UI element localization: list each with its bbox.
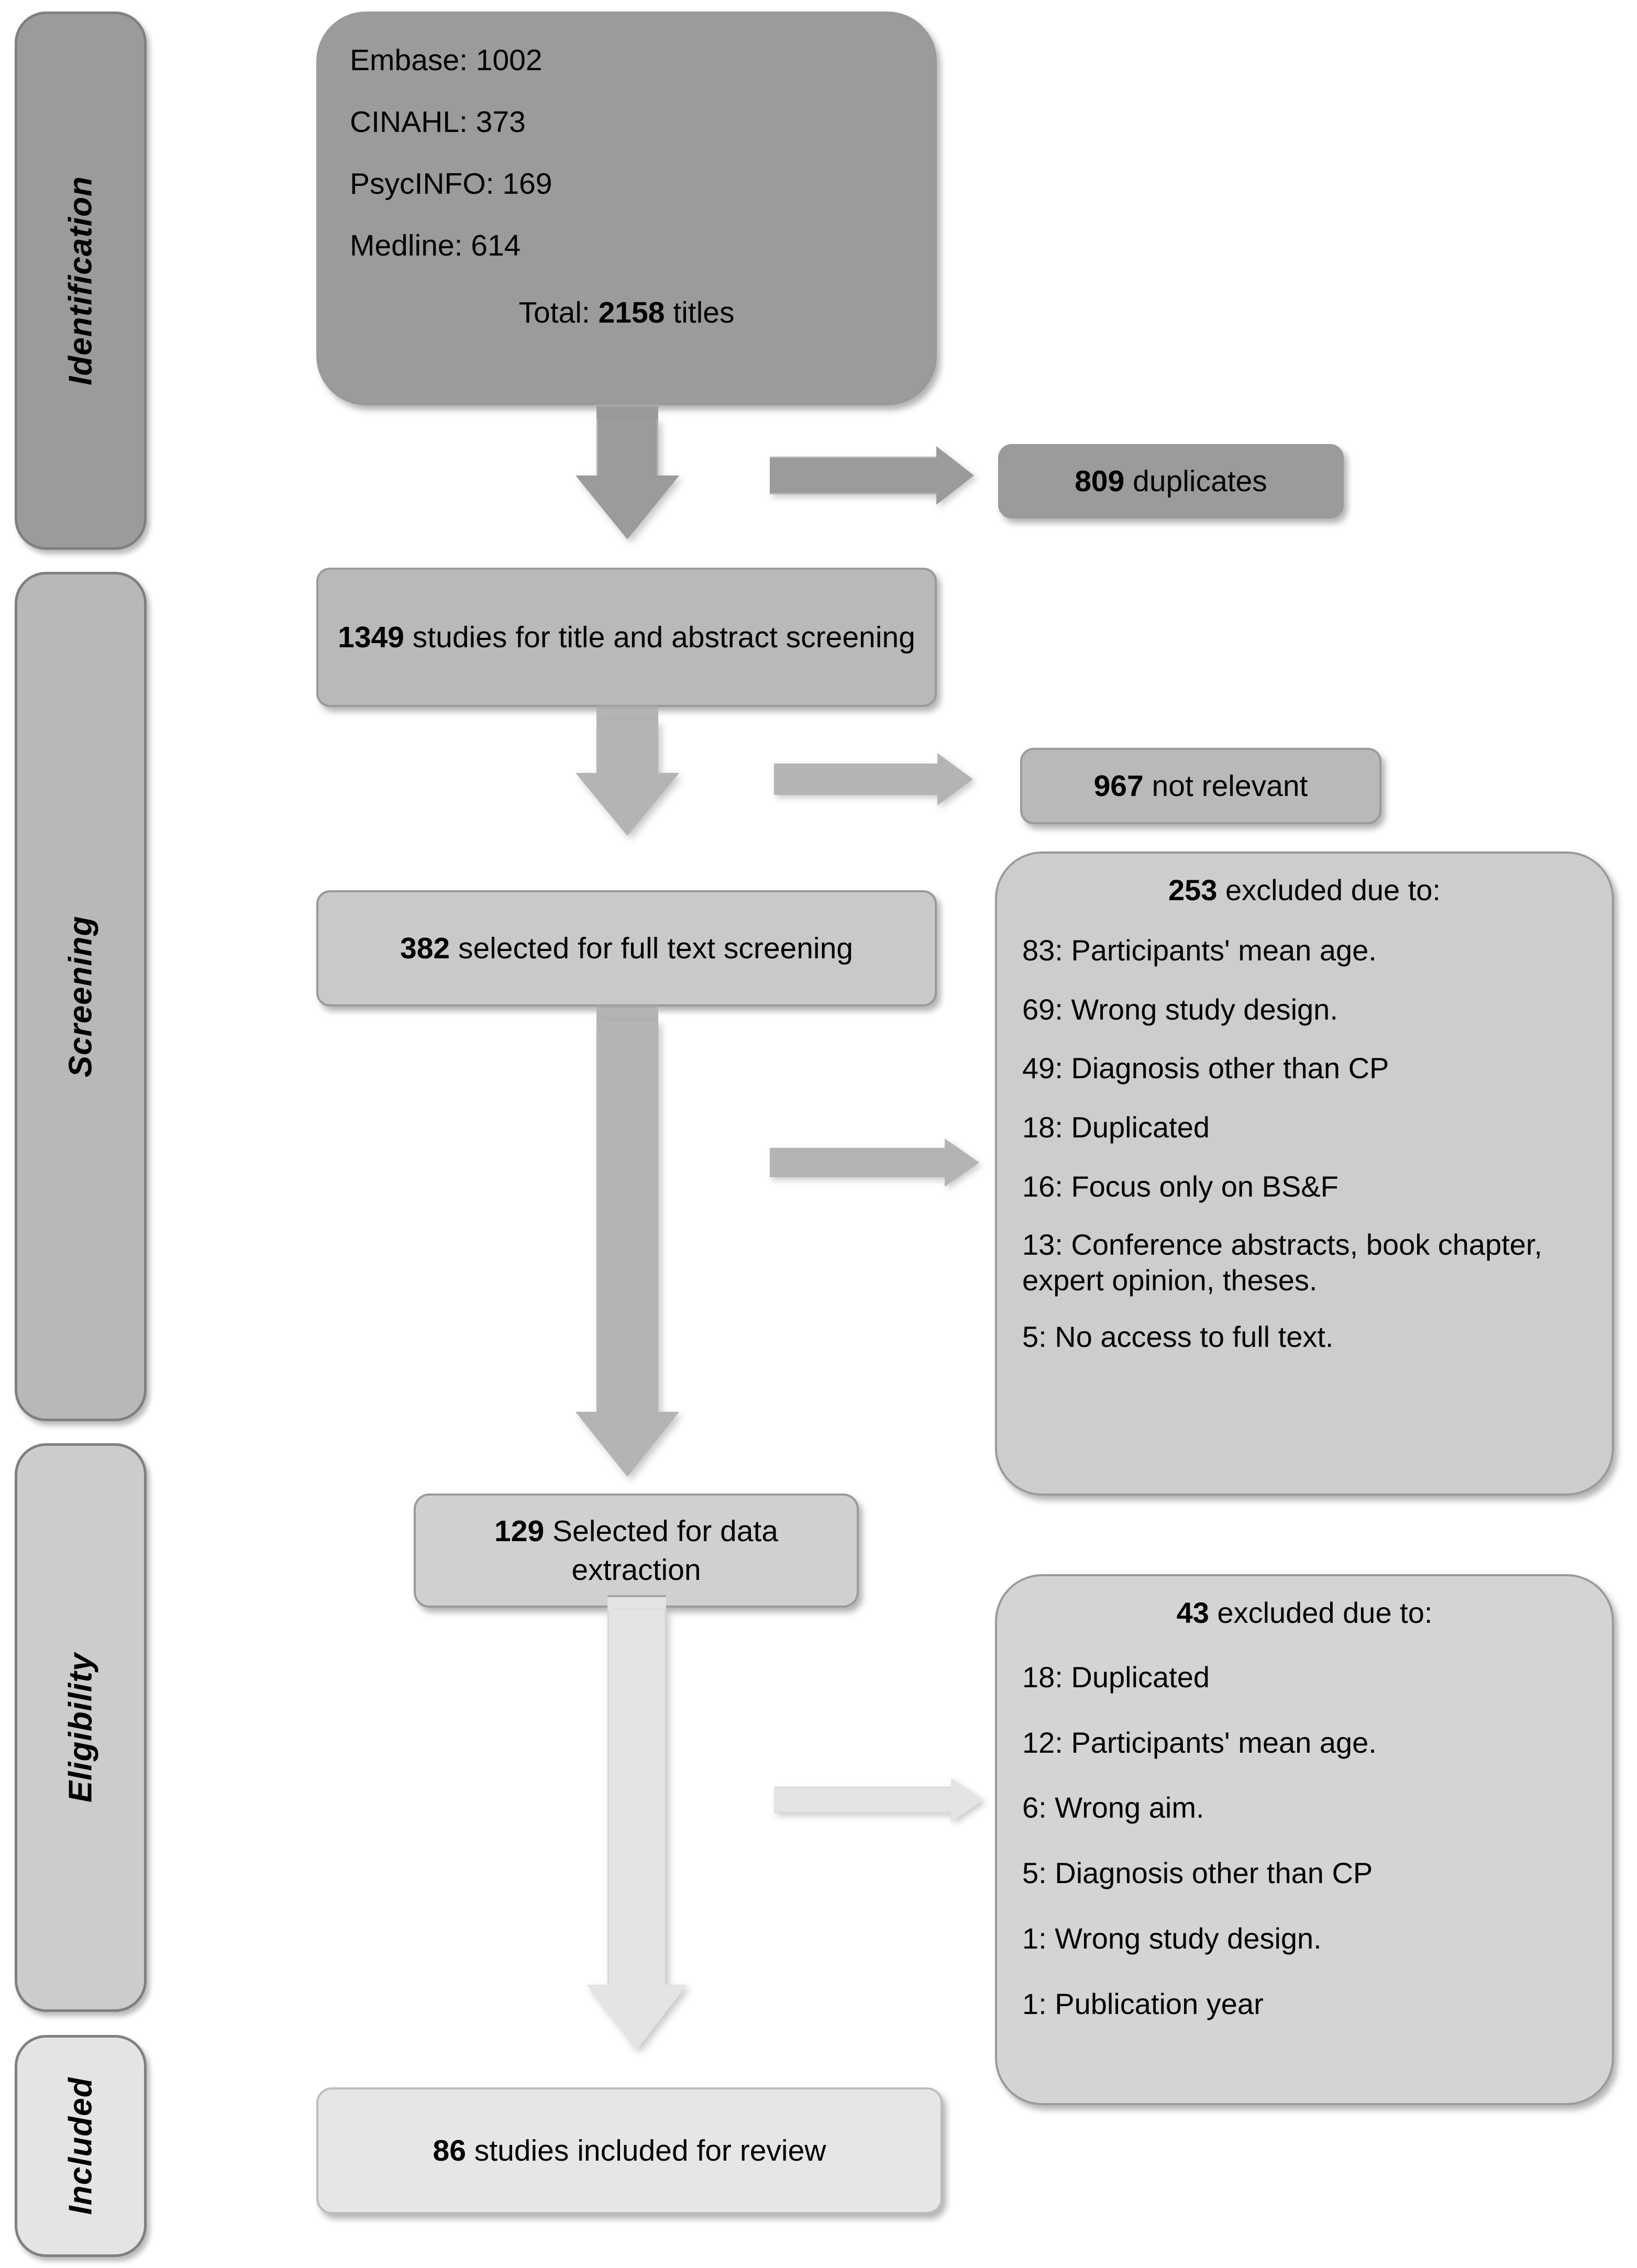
excluded-43-reason: 5: Diagnosis other than CP [1022,1856,1373,1890]
source-line-embase: Embase: 1002 [350,43,543,77]
not-relevant-label: not relevant [1143,769,1308,803]
box-not-relevant: 967 not relevant [1020,748,1381,824]
excluded-43-heading: 43 excluded due to: [1022,1594,1587,1632]
source-total-prefix: Total: [518,296,599,330]
excluded-43-reason: 1: Wrong study design. [1022,1921,1322,1955]
arrow-sources-to-title-abstract [576,419,679,539]
data-extraction-text: 129 Selected for data extraction [437,1512,836,1589]
title-abstract-text: 1349 studies for title and abstract scre… [336,618,917,657]
source-total: Total: 2158 titles [350,293,903,332]
title-abstract-count: 1349 [338,620,404,654]
arrow-to-excluded-43 [774,1778,983,1822]
box-duplicates: 809 duplicates [998,444,1344,518]
box-included-final: 86 studies included for review [316,2087,943,2214]
stage-label-screening: Screening [62,915,99,1078]
excluded-43-heading-label: excluded due to: [1209,1596,1433,1629]
arrow-to-not-relevant [774,753,973,805]
box-excluded-253: 253 excluded due to: 83: Participants' m… [995,851,1614,1496]
excluded-43-reason: 18: Duplicated [1022,1660,1210,1694]
included-final-count: 86 [433,2133,466,2167]
excluded-253-heading: 253 excluded due to: [1022,871,1587,910]
arrow-to-duplicates [770,446,974,505]
box-excluded-43: 43 excluded due to: 18: Duplicated 12: P… [995,1574,1614,2105]
excluded-253-reason: 5: No access to full text. [1022,1320,1334,1354]
stage-bar-identification: Identification [15,12,147,550]
included-final-label: studies included for review [466,2133,826,2167]
full-text-screening-count: 382 [400,931,450,965]
box-title-abstract-screening: 1349 studies for title and abstract scre… [316,568,937,707]
title-abstract-label: studies for title and abstract screening [404,620,915,654]
excluded-43-reason: 12: Participants' mean age. [1022,1725,1377,1759]
excluded-253-reason: 69: Wrong study design. [1022,992,1338,1026]
source-line-psycinfo: PsycINFO: 169 [350,167,552,201]
box-data-extraction: 129 Selected for data extraction [414,1493,859,1608]
duplicates-count: 809 [1075,464,1125,498]
excluded-253-reason: 49: Diagnosis other than CP [1022,1052,1389,1085]
arrow-to-excluded-253 [770,1138,979,1187]
stage-bar-screening: Screening [15,572,147,1421]
stage-bar-eligibility: Eligibility [15,1443,147,2012]
full-text-screening-label: selected for full text screening [450,931,853,965]
box-full-text-screening: 382 selected for full text screening [316,890,937,1006]
stage-label-included: Included [62,2077,99,2215]
data-extraction-label: Selected for data extraction [544,1514,778,1587]
source-total-value: 2158 [598,296,665,330]
box-sources: Embase: 1002 CINAHL: 373 PsycINFO: 169 M… [316,12,937,405]
excluded-43-count: 43 [1176,1596,1209,1629]
full-text-screening-text: 382 selected for full text screening [332,929,921,968]
source-total-suffix: titles [665,296,735,330]
excluded-253-count: 253 [1168,873,1218,906]
stage-bar-included: Included [15,2035,147,2257]
excluded-253-heading-label: excluded due to: [1217,873,1441,906]
excluded-43-reason: 1: Publication year [1022,1987,1264,2020]
data-extraction-count: 129 [494,1514,545,1548]
excluded-253-reason: 13: Conference abstracts, book chapter, … [1022,1227,1543,1297]
stage-label-identification: Identification [62,176,99,385]
arrow-title-abstract-to-full-text [576,721,679,836]
source-line-cinahl: CINAHL: 373 [350,105,526,139]
arrow-full-text-to-data-extraction [576,1020,679,1477]
arrow-data-extraction-to-included [587,1610,687,2050]
excluded-253-reason: 83: Participants' mean age. [1022,933,1377,967]
excluded-253-reason: 16: Focus only on BS&F [1022,1169,1339,1203]
not-relevant-text: 967 not relevant [1032,767,1370,805]
included-final-text: 86 studies included for review [334,2131,925,2170]
stage-label-eligibility: Eligibility [62,1652,99,1803]
excluded-253-reason: 18: Duplicated [1022,1111,1210,1144]
duplicates-text: 809 duplicates [1010,462,1332,501]
source-line-medline: Medline: 614 [350,229,521,263]
not-relevant-count: 967 [1093,769,1144,803]
excluded-43-reason: 6: Wrong aim. [1022,1791,1204,1824]
duplicates-label: duplicates [1124,464,1267,498]
